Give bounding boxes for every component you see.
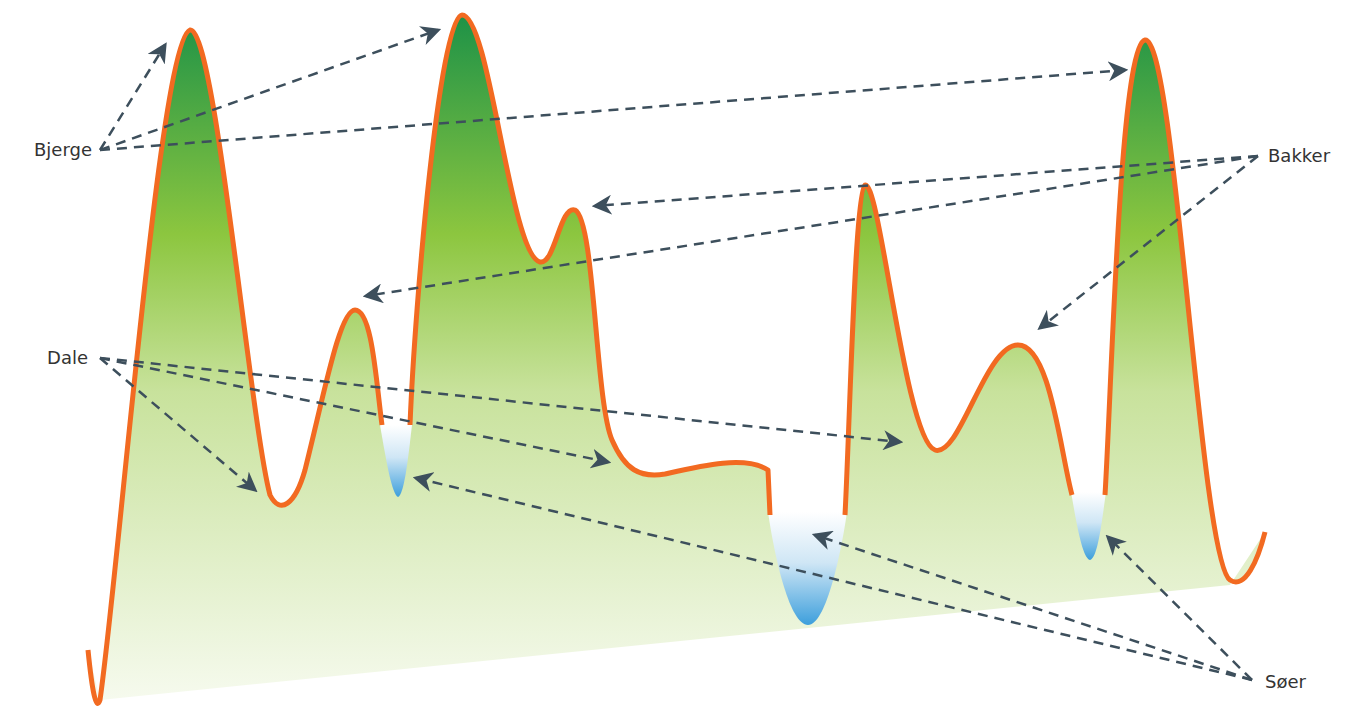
leader-arrow	[416, 478, 1252, 680]
leader-arrow	[100, 358, 608, 462]
lake	[768, 512, 847, 625]
feature-label: Søer	[1265, 671, 1306, 693]
leader-arrow	[595, 156, 1258, 206]
lake	[380, 425, 412, 497]
feature-label: Dale	[47, 347, 88, 369]
leader-arrow	[1108, 537, 1252, 680]
leader-arrow	[366, 156, 1258, 296]
leader-arrow	[100, 358, 900, 442]
leader-arrow	[100, 358, 255, 490]
leader-arrows	[100, 30, 1258, 680]
leader-arrow	[100, 45, 165, 150]
terrain-outline	[845, 185, 1072, 515]
terrain-outline	[410, 15, 770, 515]
leader-arrow	[100, 70, 1125, 150]
terrain-outline	[1105, 40, 1265, 582]
terrain-outline	[88, 15, 1265, 703]
land-fill	[88, 15, 1265, 703]
lake	[1071, 492, 1106, 560]
leader-arrow	[100, 30, 438, 150]
feature-label: Bakker	[1268, 145, 1330, 167]
feature-label: Bjerge	[34, 139, 92, 161]
leader-arrow	[1040, 156, 1258, 328]
leader-arrow	[815, 535, 1252, 680]
